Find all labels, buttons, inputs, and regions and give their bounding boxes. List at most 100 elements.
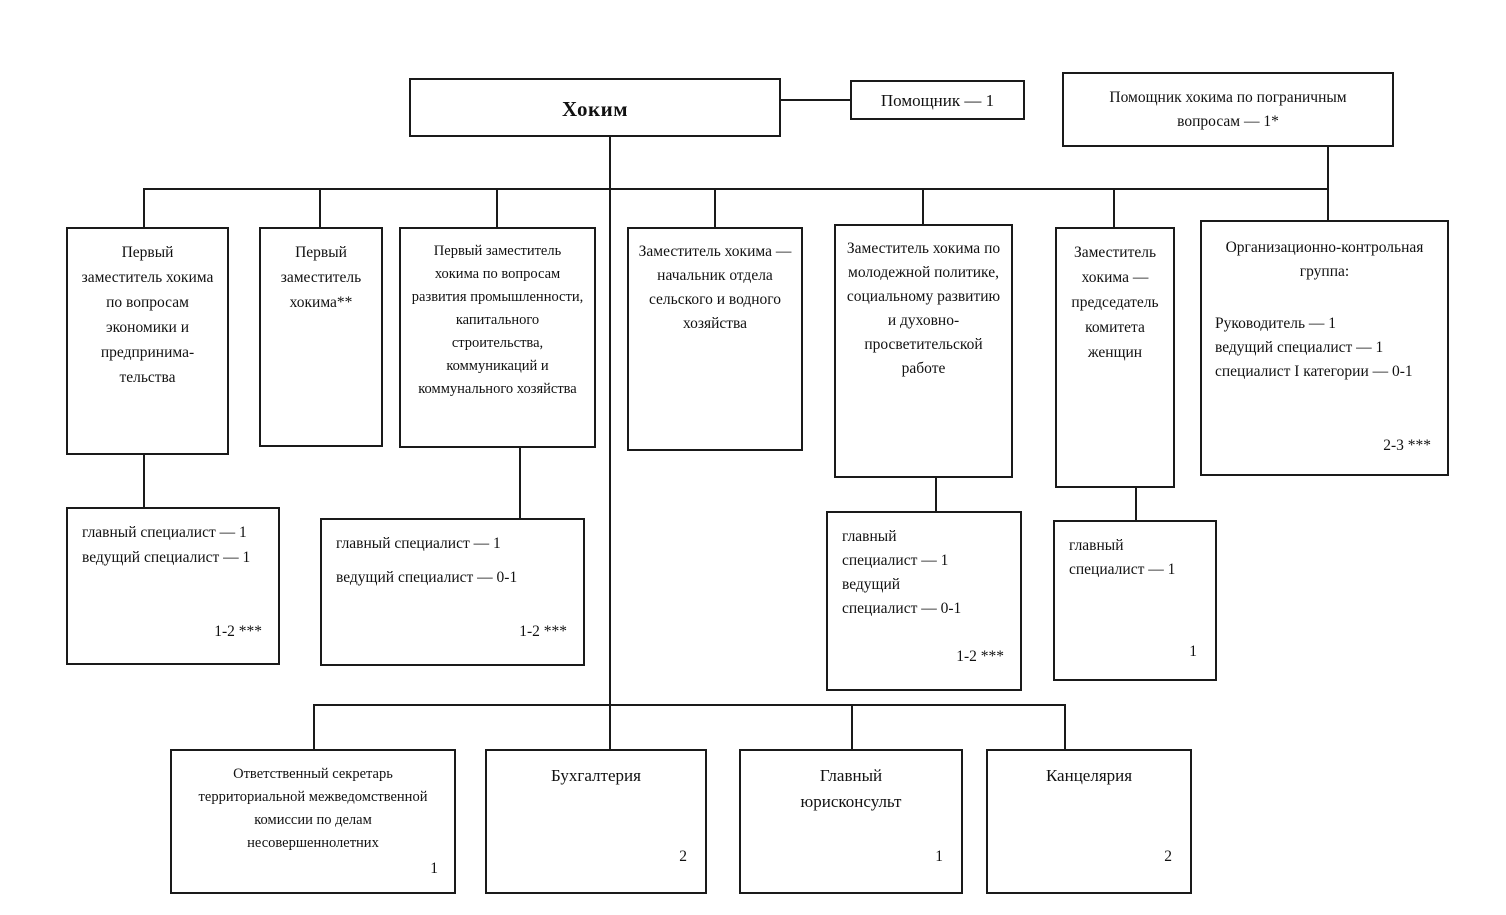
unit-count: 1 [430,860,438,877]
control-group-heading-line: группа: [1299,263,1350,280]
control-group-item: Руководитель — 1 [1215,315,1337,332]
node-line: комиссии по делам [254,812,372,828]
staff-item: ведущий специалист — 1 [82,549,251,566]
node-line: женщин [1087,344,1143,361]
node-line: несовершеннолетних [247,835,379,851]
node-line: и духовно- [887,312,960,329]
node-line: начальник отдела [657,267,773,284]
node-line: коммуникаций и [446,358,549,374]
node-line: коммунального хозяйства [418,381,577,397]
staff-count: 1-2 *** [956,648,1004,665]
node-line: работе [901,360,946,377]
node-line: экономики и [106,319,189,336]
node-staff-youth-policy[interactable]: главный специалист — 1 ведущий специалис… [826,511,1022,691]
staff-item: главный специалист — 1 [336,535,501,552]
node-line: хокима** [289,294,353,311]
node-responsible-secretary[interactable]: Ответственный секретарь территориальной … [170,749,456,894]
node-assistant-label: Помощник — 1 [880,91,995,110]
staff-count: 1-2 *** [214,623,262,640]
node-chancellery[interactable]: Канцелярия 2 [986,749,1192,894]
node-line: Канцелярия [1045,766,1133,785]
node-first-deputy-economy[interactable]: Первый заместитель хокима по вопросам эк… [66,227,229,455]
node-line: капитального [455,312,540,328]
node-deputy-agriculture[interactable]: Заместитель хокима — начальник отдела се… [627,227,803,451]
unit-count: 2 [679,848,687,865]
node-deputy-women-committee[interactable]: Заместитель хокима — председатель комите… [1055,227,1175,488]
node-hokim[interactable]: Хоким [409,78,781,137]
node-line: Первый [121,244,174,261]
node-line: социальному развитию [846,288,1001,305]
node-line: комитета [1085,319,1145,336]
node-assistant[interactable]: Помощник — 1 [850,80,1025,120]
main-horizontal-bus [143,188,1329,190]
node-border-assistant-line2: вопросам — 1* [1177,113,1279,130]
node-border-assistant[interactable]: Помощник хокима по пограничным вопросам … [1062,72,1394,147]
unit-count: 2 [1164,848,1172,865]
node-line: развития промышленности, [411,289,584,305]
node-border-assistant-line1: Помощник хокима по пограничным [1109,89,1347,106]
node-accounting[interactable]: Бухгалтерия 2 [485,749,707,894]
node-hokim-label: Хоким [561,97,629,121]
node-line: Заместитель хокима по [846,240,1001,257]
bottom-horizontal-bus [313,704,1066,706]
connector-bus-to-deputy-6 [1113,188,1115,227]
node-line: хокима по вопросам [434,266,561,282]
node-line: Ответственный секретарь [233,766,393,782]
node-line: Заместитель хокима — [638,243,792,260]
node-deputy-youth-policy[interactable]: Заместитель хокима по молодежной политик… [834,224,1013,478]
connector-border-assistant-down [1327,147,1329,189]
connector-hokim-trunk [609,137,611,705]
connector-bus-to-deputy-5 [922,188,924,224]
node-line: сельского и водного [648,291,782,308]
node-line: тельства [119,369,176,386]
control-group-heading-line: Организационно-контрольная [1225,239,1424,256]
connector-bottom-bus-to-legal [851,704,853,749]
node-staff-women-committee[interactable]: главный специалист — 1 1 [1053,520,1217,681]
node-chief-legal-adviser[interactable]: Главный юрисконсульт 1 [739,749,963,894]
connector-bottom-bus-to-accounting [609,704,611,749]
node-line: хозяйства [682,315,748,332]
node-line: заместитель хокима [81,269,214,286]
node-line: строительства, [451,335,544,351]
node-staff-economy[interactable]: главный специалист — 1 ведущий специалис… [66,507,280,665]
connector-bus-to-control-group [1327,188,1329,220]
node-first-deputy-industry[interactable]: Первый заместитель хокима по вопросам ра… [399,227,596,448]
node-line: территориальной межведомственной [198,789,428,805]
connector-deputy5-to-staff-youth [935,478,937,511]
node-control-group[interactable]: Организационно-контрольная группа: Руков… [1200,220,1449,476]
control-group-item: специалист I категории — 0-1 [1215,363,1413,380]
staff-item: специалист — 0-1 [842,600,962,617]
connector-bus-to-deputy-4 [714,188,716,227]
connector-bottom-bus-to-secretary [313,704,315,749]
node-first-deputy-hokim[interactable]: Первый заместитель хокима** [259,227,383,447]
node-line: предпринима- [100,344,195,361]
staff-item: главный [1069,537,1124,554]
staff-item: специалист — 1 [842,552,949,569]
connector-bottom-bus-to-chancellery [1064,704,1066,749]
node-line: Бухгалтерия [551,766,641,785]
node-line: просветительской [864,336,983,353]
node-staff-industry[interactable]: главный специалист — 1 ведущий специалис… [320,518,585,666]
unit-count: 1 [935,848,943,865]
staff-count: 1 [1189,643,1197,660]
connector-hokim-to-assistant [779,99,850,101]
node-line: молодежной политике, [848,264,999,281]
staff-item: главный специалист — 1 [82,524,247,541]
control-group-item: ведущий специалист — 1 [1215,339,1384,356]
node-line: Первый [295,244,347,261]
connector-bus-to-deputy-3 [496,188,498,227]
staff-item: главный [842,528,897,545]
node-line: Заместитель [1073,244,1157,261]
staff-count: 1-2 *** [519,623,567,640]
node-line: хокима — [1081,269,1149,286]
connector-deputy3-to-staff-industry [519,448,521,518]
staff-item: ведущий специалист — 0-1 [336,569,518,586]
node-line: заместитель [280,269,362,286]
staff-item: специалист — 1 [1069,561,1176,578]
control-group-count: 2-3 *** [1383,437,1431,454]
node-line: по вопросам [106,294,189,311]
node-line: председатель [1071,294,1159,311]
connector-bus-to-deputy-2 [319,188,321,227]
node-line: Первый заместитель [433,243,562,259]
